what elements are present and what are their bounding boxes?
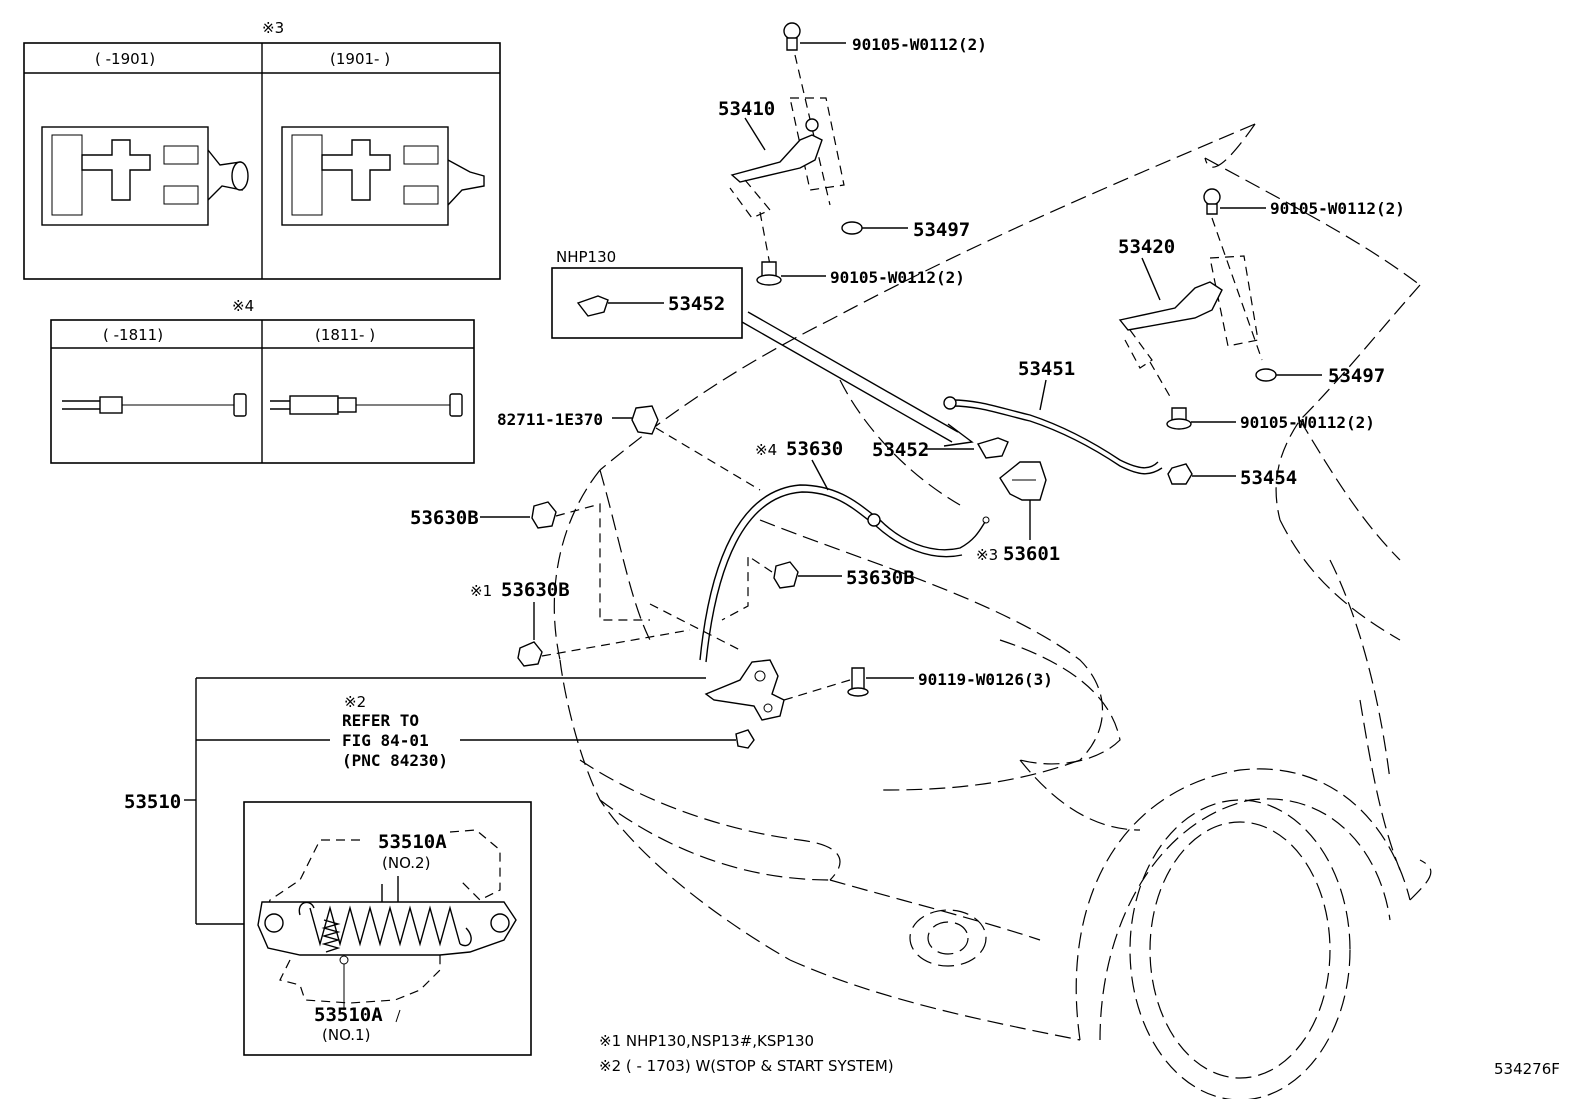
inset4-mark: ※4 <box>232 297 254 315</box>
part-lock-bolt: 90119-W0126(3) <box>918 670 1053 689</box>
refer-mark: ※2 <box>344 693 366 711</box>
lever-early-drawing <box>41 126 249 226</box>
part-lever: 53601 <box>1003 543 1060 565</box>
refer-line1: REFER TO <box>342 711 419 730</box>
inset-cable-versions: ※4 ( -1811) (1811- ) <box>50 297 475 464</box>
part-bolt-top-right: 90105-W0112(2) <box>1270 199 1405 218</box>
bolt-icon <box>761 261 777 277</box>
clamp-icon <box>631 405 659 435</box>
part-holder: 53454 <box>1240 467 1297 489</box>
inset3-mark: ※3 <box>262 19 284 37</box>
spring-no2-icon <box>309 905 461 947</box>
inset4-left-range: ( -1811) <box>103 326 163 344</box>
bolt-icon <box>1171 407 1187 421</box>
hood-release-cable-icon <box>699 484 986 661</box>
part-hinge-left: 53410 <box>718 98 775 120</box>
rod-clip-icon <box>976 437 1009 459</box>
refer-line2: FIG 84-01 <box>342 731 429 750</box>
hood-support-rod-icon <box>951 399 1159 469</box>
support-rod-group: 53451 53454 53452 <box>872 358 1297 489</box>
clip-icon <box>531 501 557 529</box>
footnotes: ※1 NHP130,NSP13#,KSP130 ※2 ( - 1703) W(S… <box>599 1032 1560 1078</box>
footnote-1: ※1 NHP130,NSP13#,KSP130 <box>599 1032 814 1050</box>
switch-icon <box>735 729 755 749</box>
part-support-rod: 53451 <box>1018 358 1075 380</box>
cable-early-drawing <box>62 393 247 417</box>
hood-lever-icon <box>999 461 1047 501</box>
part-clip-b: 53630B <box>846 567 915 589</box>
spring-detail-box: 53510A (NO.2) 53510A (NO.1) <box>243 801 532 1056</box>
part-washer-left: 53497 <box>913 219 970 241</box>
part-clip-a: 53630B <box>410 507 479 529</box>
lever-mark: ※3 <box>976 546 998 564</box>
hood-hinge-right-icon <box>1118 281 1223 331</box>
washer-icon <box>841 221 863 235</box>
spring-lower-part: 53510A <box>314 1004 383 1026</box>
washer-icon <box>1255 368 1277 382</box>
hood-hinge-left-icon <box>730 134 823 183</box>
part-rod-clip: 53452 <box>872 439 929 461</box>
part-washer-right: 53497 <box>1328 365 1385 387</box>
figure-code: 534276F <box>1494 1060 1560 1078</box>
rod-clip-icon <box>576 295 609 317</box>
release-cable-group: 82711-1E370 ※4 53630 ※3 53601 <box>497 405 1060 663</box>
inset3-left-range: ( -1901) <box>95 50 155 68</box>
part-bolt-top-left: 90105-W0112(2) <box>852 35 987 54</box>
lock-plate-icon <box>257 901 517 956</box>
clip-icon <box>773 561 799 589</box>
clip-c-mark: ※1 <box>470 582 492 600</box>
spring-upper-sub: (NO.2) <box>382 854 430 872</box>
inset4-right-range: (1811- ) <box>315 326 375 344</box>
nhp-box-part: 53452 <box>668 293 725 315</box>
left-hinge-group: 90105-W0112(2) 53410 53497 90105-W0112(2… <box>718 22 987 287</box>
nhp130-variant-box: NHP130 53452 <box>551 248 743 339</box>
part-clip-c: 53630B <box>501 579 570 601</box>
nhp-box-title: NHP130 <box>556 248 616 266</box>
spring-no1-icon <box>321 919 341 953</box>
refer-note: ※2 REFER TO FIG 84-01 (PNC 84230) <box>342 693 448 770</box>
part-lock-assy: 53510 <box>124 791 181 813</box>
part-bolt-lower-left: 90105-W0112(2) <box>830 268 965 287</box>
nhp-pointer-arrow <box>741 311 974 447</box>
inset-lever-versions: ※3 ( -1901) (1901- ) <box>23 19 501 280</box>
holder-icon <box>1167 463 1193 485</box>
hood-lock-icon <box>704 659 785 721</box>
spring-lower-sub: (NO.1) <box>322 1026 370 1044</box>
vehicle-outline <box>553 123 1432 1099</box>
lever-late-drawing <box>281 126 485 226</box>
clips-group: 53630B 53630B ※1 53630B <box>410 501 915 667</box>
cable-mark: ※4 <box>755 441 777 459</box>
bolt-icon <box>851 667 865 691</box>
bolt-icon <box>783 22 801 40</box>
bolt-icon <box>1203 188 1221 206</box>
part-hinge-right: 53420 <box>1118 236 1175 258</box>
cable-late-drawing <box>270 393 463 417</box>
part-clamp: 82711-1E370 <box>497 410 603 429</box>
spring-upper-part: 53510A <box>378 831 447 853</box>
inset3-right-range: (1901- ) <box>330 50 390 68</box>
right-hinge-group: 90105-W0112(2) 53420 53497 90105-W0112(2… <box>1118 188 1405 432</box>
hood-lock-group: 90119-W0126(3) 53510 <box>124 603 1053 925</box>
clip-icon <box>517 641 543 667</box>
refer-line3: (PNC 84230) <box>342 751 448 770</box>
part-cable: 53630 <box>786 438 843 460</box>
footnote-2: ※2 ( - 1703) W(STOP & START SYSTEM) <box>599 1057 894 1075</box>
part-bolt-lower-right: 90105-W0112(2) <box>1240 413 1375 432</box>
